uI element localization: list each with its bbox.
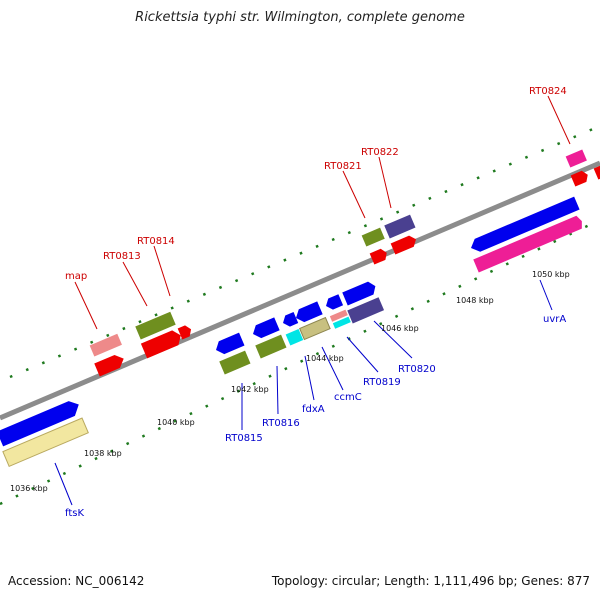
axis-tick-label: 1046 kbp	[381, 324, 419, 333]
feature-RT0813[interactable]	[135, 311, 176, 340]
feature-RT0819-pink[interactable]	[329, 309, 348, 322]
feature-RT0819-blue[interactable]	[324, 294, 344, 311]
axis-tick-label: 1036 kbp	[10, 484, 48, 493]
feature-ftsK-top[interactable]	[0, 398, 82, 447]
tick-row-upper	[9, 124, 600, 379]
feature-uvrA[interactable]	[473, 215, 584, 273]
feature-RT0816-blue[interactable]	[250, 317, 280, 340]
feature-RT0814[interactable]	[140, 328, 184, 359]
label-RT0816: RT0816	[262, 418, 300, 429]
axis-tick-label: 1048 kbp	[456, 296, 494, 305]
label-RT0820: RT0820	[398, 364, 436, 375]
map-title: Rickettsia typhi str. Wilmington, comple…	[135, 10, 465, 25]
label-RT0814: RT0814	[137, 236, 175, 247]
feature-uvrA-blue[interactable]	[468, 196, 580, 255]
label-RT0815: RT0815	[225, 433, 263, 444]
feature-RT0815-green[interactable]	[219, 350, 251, 375]
accession-text: Accession: NC_006142	[8, 574, 145, 588]
label-RT0819: RT0819	[363, 377, 401, 388]
feature-RT0819[interactable]	[332, 316, 351, 329]
feature-map-red[interactable]	[94, 352, 126, 377]
feature-RT0816-green[interactable]	[255, 334, 287, 359]
axis-tick-label: 1038 kbp	[84, 449, 122, 458]
feature-ccmC[interactable]	[298, 316, 331, 341]
tick-row-lower	[0, 218, 600, 506]
label-ccmC: ccmC	[334, 392, 362, 403]
feature-ccmC-blue[interactable]	[293, 301, 323, 324]
axis-tick-label: 1050 kbp	[532, 270, 570, 279]
label-RT0822: RT0822	[361, 147, 399, 158]
feature-RT0824[interactable]	[565, 149, 587, 168]
feature-small-red[interactable]	[177, 324, 194, 340]
label-ftsK: ftsK	[65, 508, 84, 519]
label-RT0813: RT0813	[103, 251, 141, 262]
feature-fdxA[interactable]	[285, 329, 304, 346]
feature-RT0815-blue[interactable]	[213, 332, 245, 357]
feature-RT0821[interactable]	[361, 227, 385, 247]
feature-RT0820[interactable]	[347, 297, 385, 324]
label-RT0821: RT0821	[324, 161, 362, 172]
axis-tick-label: 1040 kbp	[157, 418, 195, 427]
feature-RT0821-red[interactable]	[369, 247, 389, 265]
feature-RT0824-red[interactable]	[570, 169, 590, 187]
label-RT0824: RT0824	[529, 86, 567, 97]
feature-RT0820-blue[interactable]	[342, 280, 378, 306]
feature-ftsK-bottom[interactable]	[2, 417, 89, 468]
feature-fdxA-blue[interactable]	[281, 312, 299, 329]
genome-backbone	[0, 160, 600, 421]
axis-tick-label: 1042 kbp	[231, 385, 269, 394]
genome-summary-text: Topology: circular; Length: 1,111,496 bp…	[271, 574, 590, 588]
feature-RT0822-red[interactable]	[390, 234, 419, 255]
label-uvrA: uvrA	[543, 314, 566, 325]
leader-lines-lower	[54, 279, 553, 506]
feature-map[interactable]	[89, 333, 122, 357]
axis-tick-label: 1044 kbp	[306, 354, 344, 363]
label-map: map	[65, 271, 87, 282]
leader-lines-upper	[74, 95, 571, 330]
label-fdxA: fdxA	[302, 404, 325, 415]
feature-RT0822[interactable]	[384, 214, 416, 239]
